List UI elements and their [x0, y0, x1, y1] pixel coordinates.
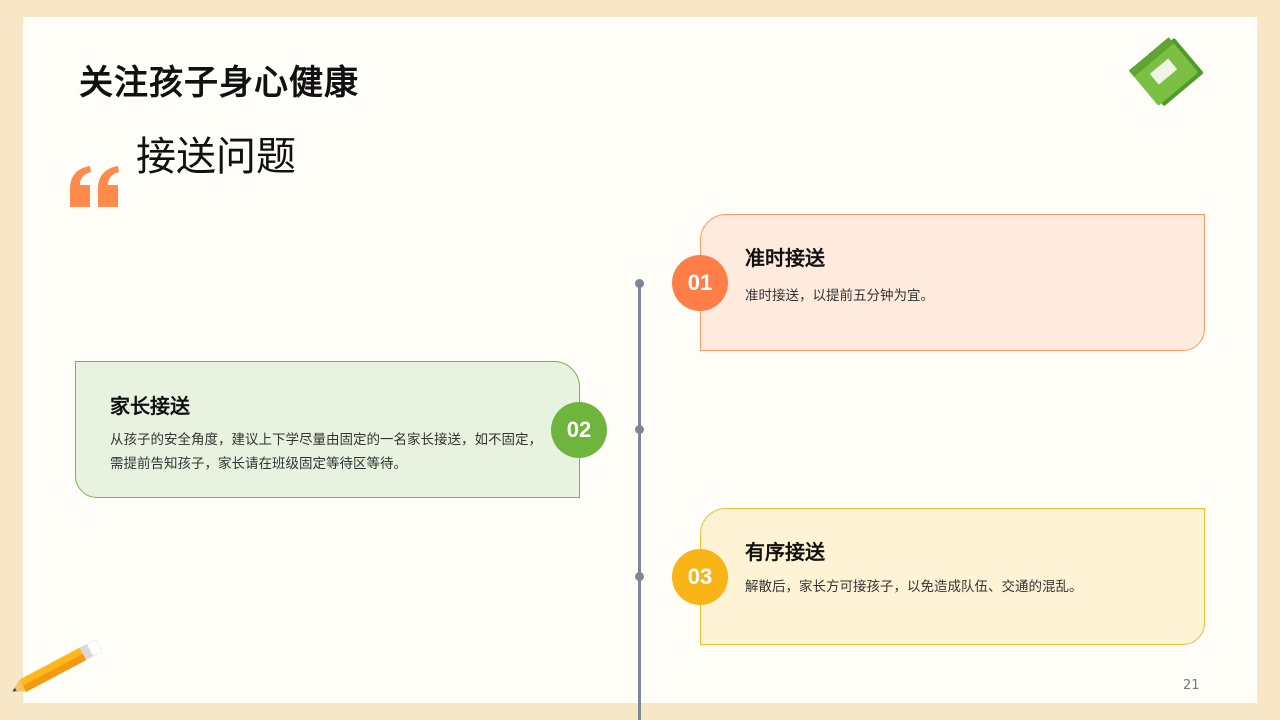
step-badge-01: 01: [672, 255, 728, 311]
card-on-time-pickup: [700, 214, 1205, 351]
card-text: 解散后，家长方可接孩子，以免造成队伍、交通的混乱。: [745, 579, 1083, 595]
timeline-dot: [635, 425, 644, 434]
card-text: 准时接送，以提前五分钟为宜。: [745, 288, 934, 304]
card-title: 有序接送: [745, 540, 825, 564]
step-badge-02: 02: [551, 402, 607, 458]
page-title: 关注孩子身心健康: [79, 63, 359, 103]
notebook-icon: [1124, 24, 1216, 120]
card-orderly-pickup: [700, 508, 1205, 645]
card-parent-pickup: [75, 361, 580, 498]
pencil-icon: [0, 628, 110, 702]
step-badge-03: 03: [672, 549, 728, 605]
card-text: 需提前告知孩子，家长请在班级固定等待区等待。: [110, 456, 407, 472]
timeline-dot: [635, 279, 644, 288]
card-text: 从孩子的安全角度，建议上下学尽量由固定的一名家长接送，如不固定，: [110, 432, 542, 448]
timeline-line: [638, 283, 641, 720]
card-title: 准时接送: [745, 246, 825, 270]
quote-mark-icon: [68, 128, 122, 207]
card-title: 家长接送: [110, 394, 190, 418]
section-subtitle: 接送问题: [136, 134, 296, 180]
page-number: 21: [1183, 678, 1200, 693]
timeline-dot: [635, 572, 644, 581]
